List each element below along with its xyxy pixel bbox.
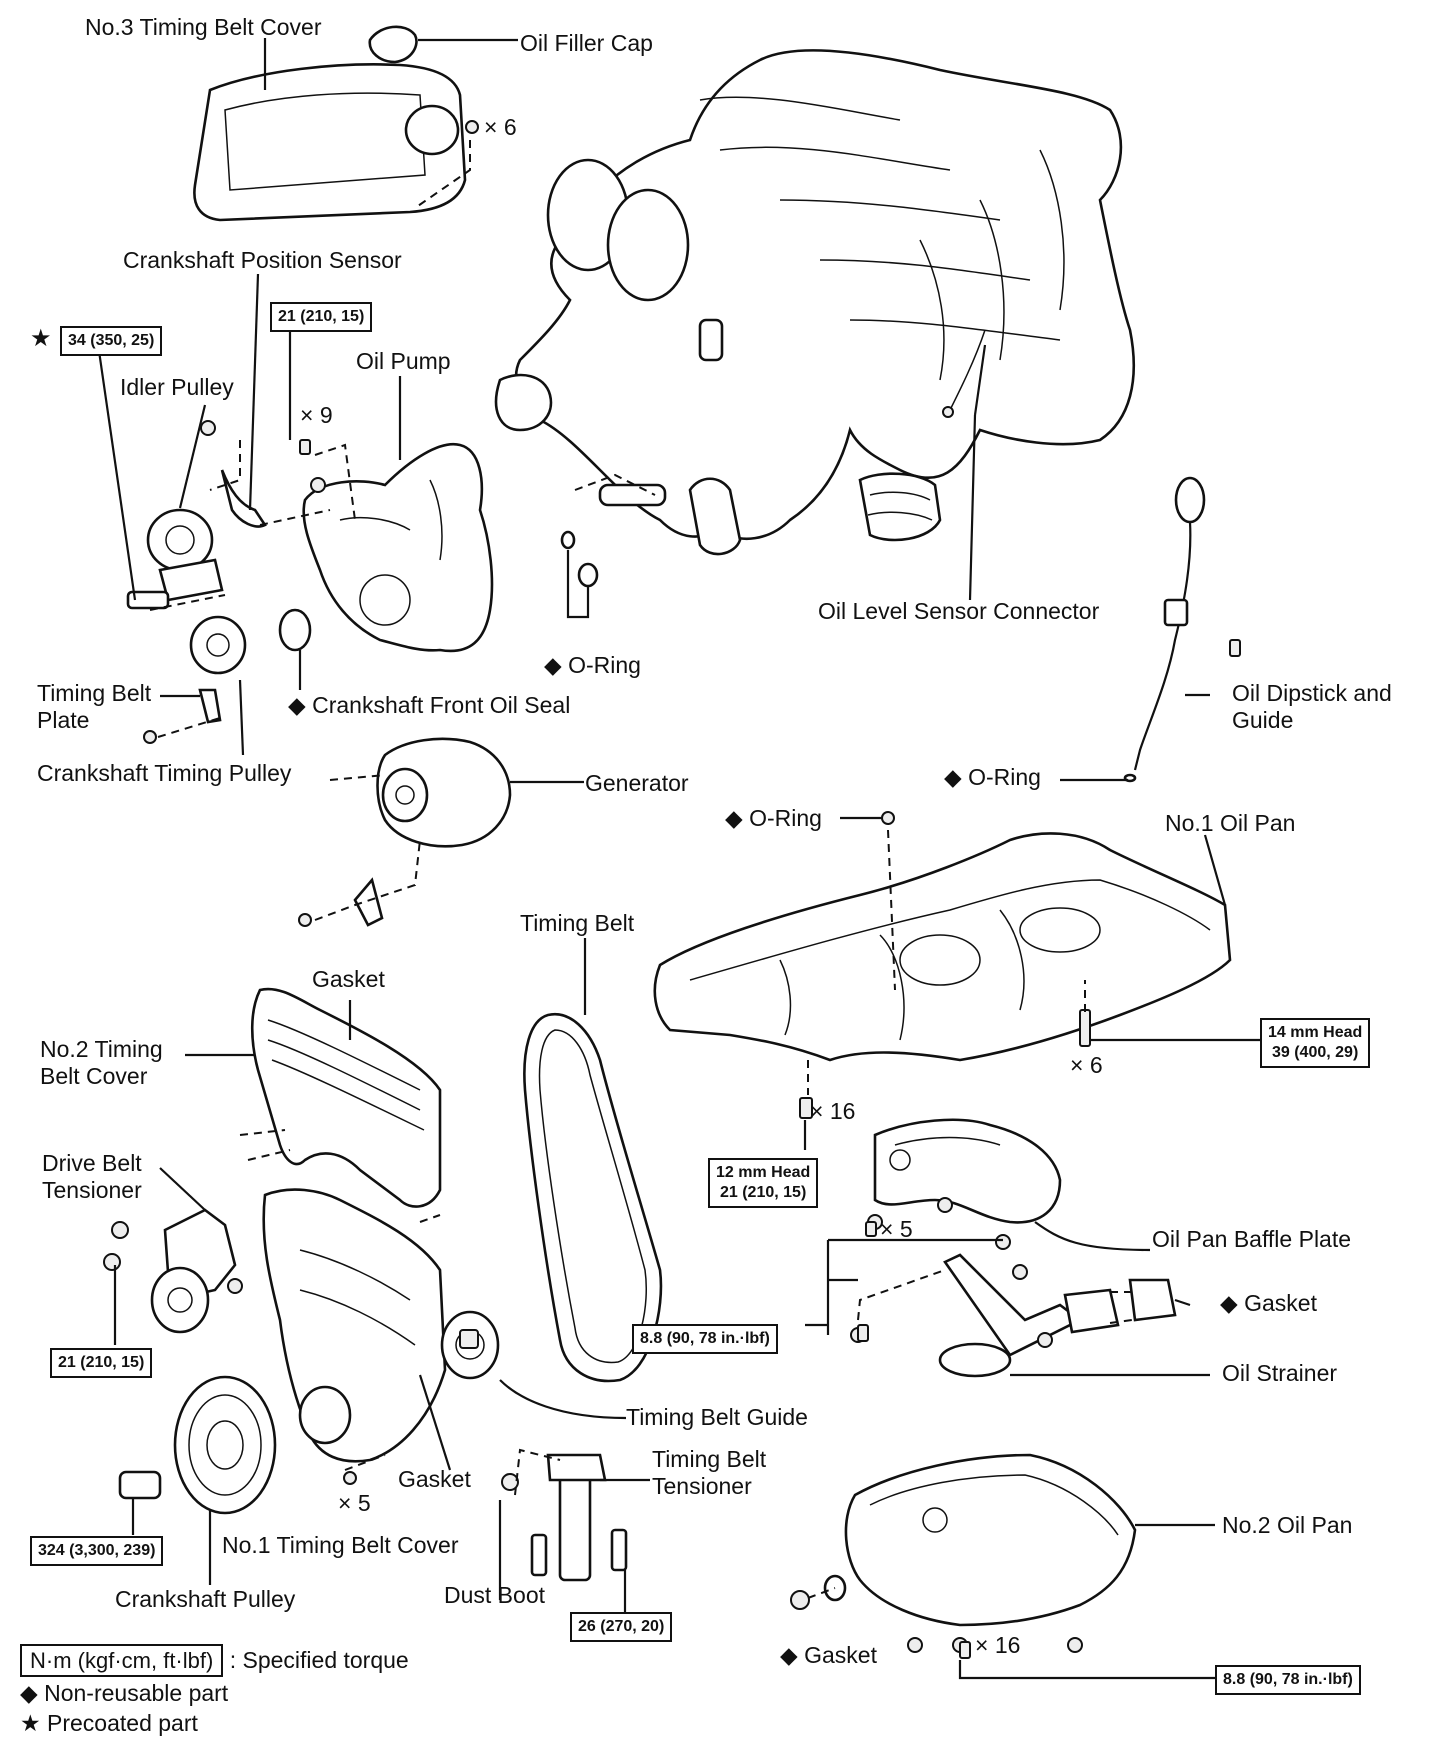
label-oil-pump: Oil Pump [356,348,451,374]
label-generator: Generator [585,770,689,796]
label-no3-timing-belt-cover: No.3 Timing Belt Cover [85,14,322,40]
label-oil-level-sensor-connector: Oil Level Sensor Connector [818,598,1100,624]
label-bolt-x6-pan: × 6 [1070,1052,1103,1078]
label-timing-belt-plate: Timing Belt Plate [37,680,152,733]
torque-14mm-head: 14 mm Head 39 (400, 29) [1260,1018,1371,1068]
label-crankshaft-timing-pulley: Crankshaft Timing Pulley [37,760,292,786]
label-o-ring-2: ◆ O-Ring [944,764,1041,790]
label-bolt-x16-b: × 16 [975,1632,1021,1658]
label-no1-timing-belt-cover: No.1 Timing Belt Cover [222,1532,459,1558]
oil-pan-baffle-plate-part [867,1118,1062,1250]
label-gasket-bottom: ◆ Gasket [780,1642,877,1668]
label-no1-oil-pan: No.1 Oil Pan [1165,810,1296,836]
precoated-symbol: ★ [20,1710,41,1736]
label-idler-pulley: Idler Pulley [120,374,234,400]
label-o-ring-1: ◆ O-Ring [544,652,641,678]
label-bolt-x9: × 9 [300,402,333,428]
label-gasket-right: ◆ Gasket [1220,1290,1317,1316]
label-gasket-top: Gasket [312,966,385,992]
label-timing-belt: Timing Belt [520,910,635,936]
crankshaft-position-sensor-part [200,420,267,528]
legend-nonreusable: ◆ Non-reusable part [20,1680,229,1706]
legend-precoated: ★ Precoated part [20,1710,198,1736]
no2-timing-belt-cover-part [250,987,442,1208]
no2-oil-pan-part [790,1453,1137,1653]
label-drive-belt-tensioner: Drive Belt Tensioner [42,1150,142,1203]
nonreusable-symbol: ◆ [725,805,743,831]
timing-belt-part [523,1012,663,1383]
nonreusable-symbol: ◆ [544,652,562,678]
no1-timing-belt-cover-part [262,1188,447,1485]
label-oil-strainer: Oil Strainer [1222,1360,1338,1386]
label-crankshaft-position-sensor: Crankshaft Position Sensor [123,247,402,273]
precoated-symbol: ★ [30,325,52,352]
label-bolt-x5-a: × 5 [880,1216,913,1242]
label-bolt-x5-b: × 5 [338,1490,371,1516]
label-o-ring-3: ◆ O-Ring [725,805,822,831]
idler-pulley-part [126,508,224,610]
timing-belt-tensioner-part [501,1453,628,1582]
label-gasket-mid: Gasket [398,1466,471,1492]
oil-dipstick-part [1123,476,1206,783]
label-bolt-x6-top: × 6 [484,114,517,140]
o-ring-large-part [577,562,599,588]
torque-no2-oil-pan: 8.8 (90, 78 in.·lbf) [1215,1665,1361,1695]
torque-drive-belt-tensioner: 21 (210, 15) [50,1348,153,1378]
label-timing-belt-guide: Timing Belt Guide [626,1404,808,1430]
label-no2-timing-belt-cover: No.2 Timing Belt Cover [40,1036,163,1089]
label-dust-boot: Dust Boot [444,1582,545,1608]
crankshaft-front-oil-seal-part [278,608,312,652]
label-oil-dipstick-and-guide: Oil Dipstick and Guide [1232,680,1392,733]
oil-strainer-part [850,1253,1177,1378]
label-oil-filler-cap: Oil Filler Cap [520,30,653,56]
torque-idler-pulley: 34 (350, 25) [60,326,163,356]
nonreusable-symbol: ◆ [780,1642,798,1668]
torque-crankshaft-pulley: 324 (3,300, 239) [30,1536,164,1566]
torque-baffle-bolts: 8.8 (90, 78 in.·lbf) [632,1324,778,1354]
torque-oil-pump: 21 (210, 15) [270,302,373,332]
legend-specified-torque: N·m (kgf·cm, ft·lbf) : Specified torque [20,1644,409,1677]
timing-belt-plate-part [198,688,222,724]
nonreusable-symbol: ◆ [1220,1290,1238,1316]
label-timing-belt-tensioner: Timing Belt Tensioner [652,1446,767,1499]
oil-pump-part [302,442,494,653]
torque-12mm-head: 12 mm Head 21 (210, 15) [708,1158,819,1208]
legend-torque-box: N·m (kgf·cm, ft·lbf) [20,1644,224,1677]
assembly-lines [149,140,1133,1599]
bolts [299,439,1241,1659]
torque-timing-belt-tensioner: 26 (270, 20) [570,1612,673,1642]
nonreusable-symbol: ◆ [944,764,962,790]
label-no2-oil-pan: No.2 Oil Pan [1222,1512,1353,1538]
label-crankshaft-front-oil-seal: ◆ Crankshaft Front Oil Seal [288,692,571,718]
no1-oil-pan-part [653,811,1232,1062]
leader-lines [96,38,1260,1680]
o-ring-small-part [560,530,576,550]
label-bolt-x16-a: × 16 [810,1098,856,1124]
no3-timing-belt-cover-part [193,25,479,222]
generator-part [298,737,512,927]
drive-belt-tensioner-part [103,1208,243,1334]
crankshaft-pulley-part [118,1375,277,1515]
label-oil-pan-baffle-plate: Oil Pan Baffle Plate [1152,1226,1352,1252]
crankshaft-timing-pulley-part [189,615,247,675]
label-crankshaft-pulley: Crankshaft Pulley [115,1586,296,1612]
nonreusable-symbol: ◆ [20,1680,38,1706]
nonreusable-symbol: ◆ [288,692,306,718]
engine-block [494,49,1136,556]
